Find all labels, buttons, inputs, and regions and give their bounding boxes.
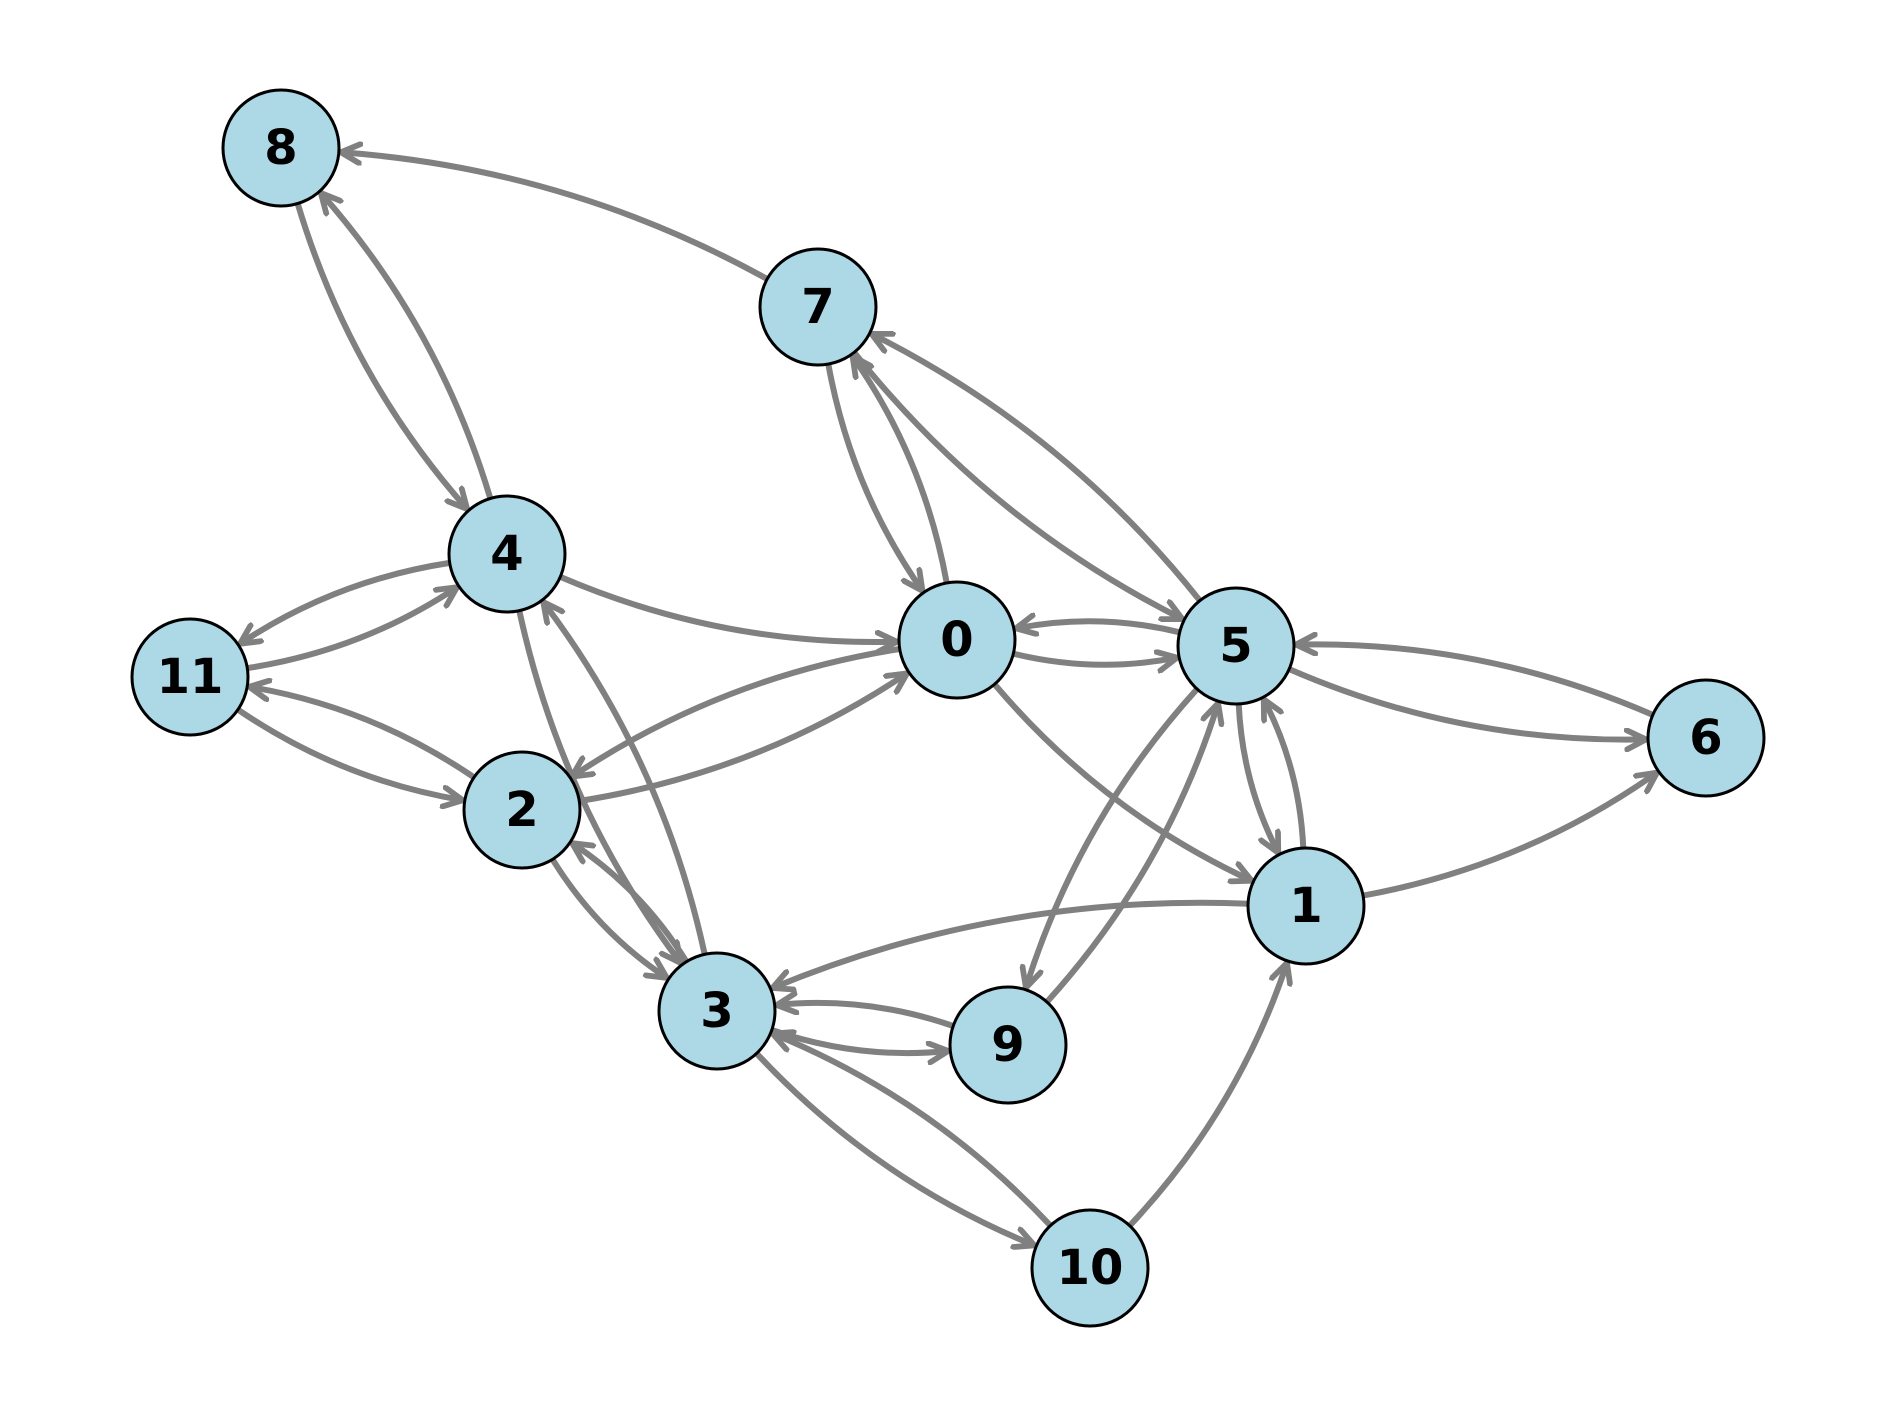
node-10-label: 10 — [1057, 1240, 1124, 1296]
node-2-label: 2 — [505, 782, 538, 838]
node-3: 3 — [657, 951, 777, 1071]
node-6-label: 6 — [1689, 710, 1722, 766]
edge-0-to-2 — [568, 646, 903, 780]
node-3-circle — [657, 951, 777, 1071]
edge-1-to-6 — [1360, 769, 1660, 899]
node-4-label: 4 — [490, 526, 523, 582]
node-0-circle — [897, 580, 1017, 700]
node-5: 5 — [1176, 586, 1296, 706]
edges-layer — [234, 152, 1660, 1245]
node-2: 2 — [462, 750, 582, 870]
edge-10-to-3 — [769, 1034, 1054, 1229]
edge-9-to-3 — [773, 1003, 957, 1029]
node-5-label: 5 — [1219, 618, 1252, 674]
node-0: 0 — [897, 580, 1017, 700]
node-4: 4 — [447, 494, 567, 614]
node-11: 11 — [130, 617, 250, 737]
node-7-circle — [758, 247, 878, 367]
edge-11-to-4 — [244, 584, 460, 672]
edge-7-to-5 — [851, 349, 1186, 623]
edge-4-to-0 — [557, 573, 900, 642]
node-10-circle — [1030, 1208, 1150, 1328]
edge-5-to-0 — [1012, 621, 1183, 632]
node-2-circle — [462, 750, 582, 870]
edge-0-to-7 — [849, 353, 950, 586]
edge-4-to-11 — [237, 559, 453, 647]
node-11-label: 11 — [157, 649, 224, 705]
edge-2-to-0 — [576, 670, 911, 804]
edge-8-to-4 — [294, 200, 471, 513]
node-9-circle — [948, 985, 1068, 1105]
edge-5-to-1 — [1235, 700, 1282, 856]
edge-3-to-2 — [569, 840, 690, 965]
edge-5-to-7 — [868, 330, 1203, 604]
node-5-circle — [1176, 586, 1296, 706]
edge-11-to-2 — [234, 706, 466, 801]
node-6: 6 — [1646, 678, 1766, 798]
nodes-layer: 0 1 2 3 4 5 6 7 8 9 10 11 — [130, 88, 1766, 1328]
edge-10-to-1 — [1126, 959, 1287, 1229]
edge-4-to-3 — [516, 607, 684, 967]
node-4-circle — [447, 494, 567, 614]
edge-1-to-3 — [769, 899, 1251, 988]
edge-3-to-4 — [540, 598, 708, 958]
edge-0-to-5 — [1010, 654, 1181, 665]
node-7-label: 7 — [801, 279, 834, 335]
node-1-circle — [1246, 846, 1366, 966]
edge-9-to-5 — [1043, 700, 1218, 1005]
edge-3-to-10 — [753, 1050, 1038, 1245]
node-9-label: 9 — [991, 1017, 1024, 1073]
node-9: 9 — [948, 985, 1068, 1105]
node-7: 7 — [758, 247, 878, 367]
edge-7-to-0 — [825, 361, 926, 594]
node-6-circle — [1646, 678, 1766, 798]
node-8-label: 8 — [264, 120, 297, 176]
edge-5-to-9 — [1026, 686, 1201, 991]
node-3-label: 3 — [700, 983, 733, 1039]
edge-7-to-8 — [337, 152, 771, 282]
node-10: 10 — [1030, 1208, 1150, 1328]
node-0-label: 0 — [940, 612, 973, 668]
edge-4-to-8 — [317, 189, 494, 502]
edge-1-to-5 — [1260, 696, 1307, 852]
node-1: 1 — [1246, 846, 1366, 966]
node-8: 8 — [221, 88, 341, 208]
edge-6-to-5 — [1293, 644, 1656, 718]
edge-2-to-3 — [549, 856, 670, 981]
node-1-label: 1 — [1289, 878, 1322, 934]
node-11-circle — [130, 617, 250, 737]
node-8-circle — [221, 88, 341, 208]
edge-2-to-11 — [246, 687, 478, 781]
edge-5-to-6 — [1286, 666, 1649, 740]
